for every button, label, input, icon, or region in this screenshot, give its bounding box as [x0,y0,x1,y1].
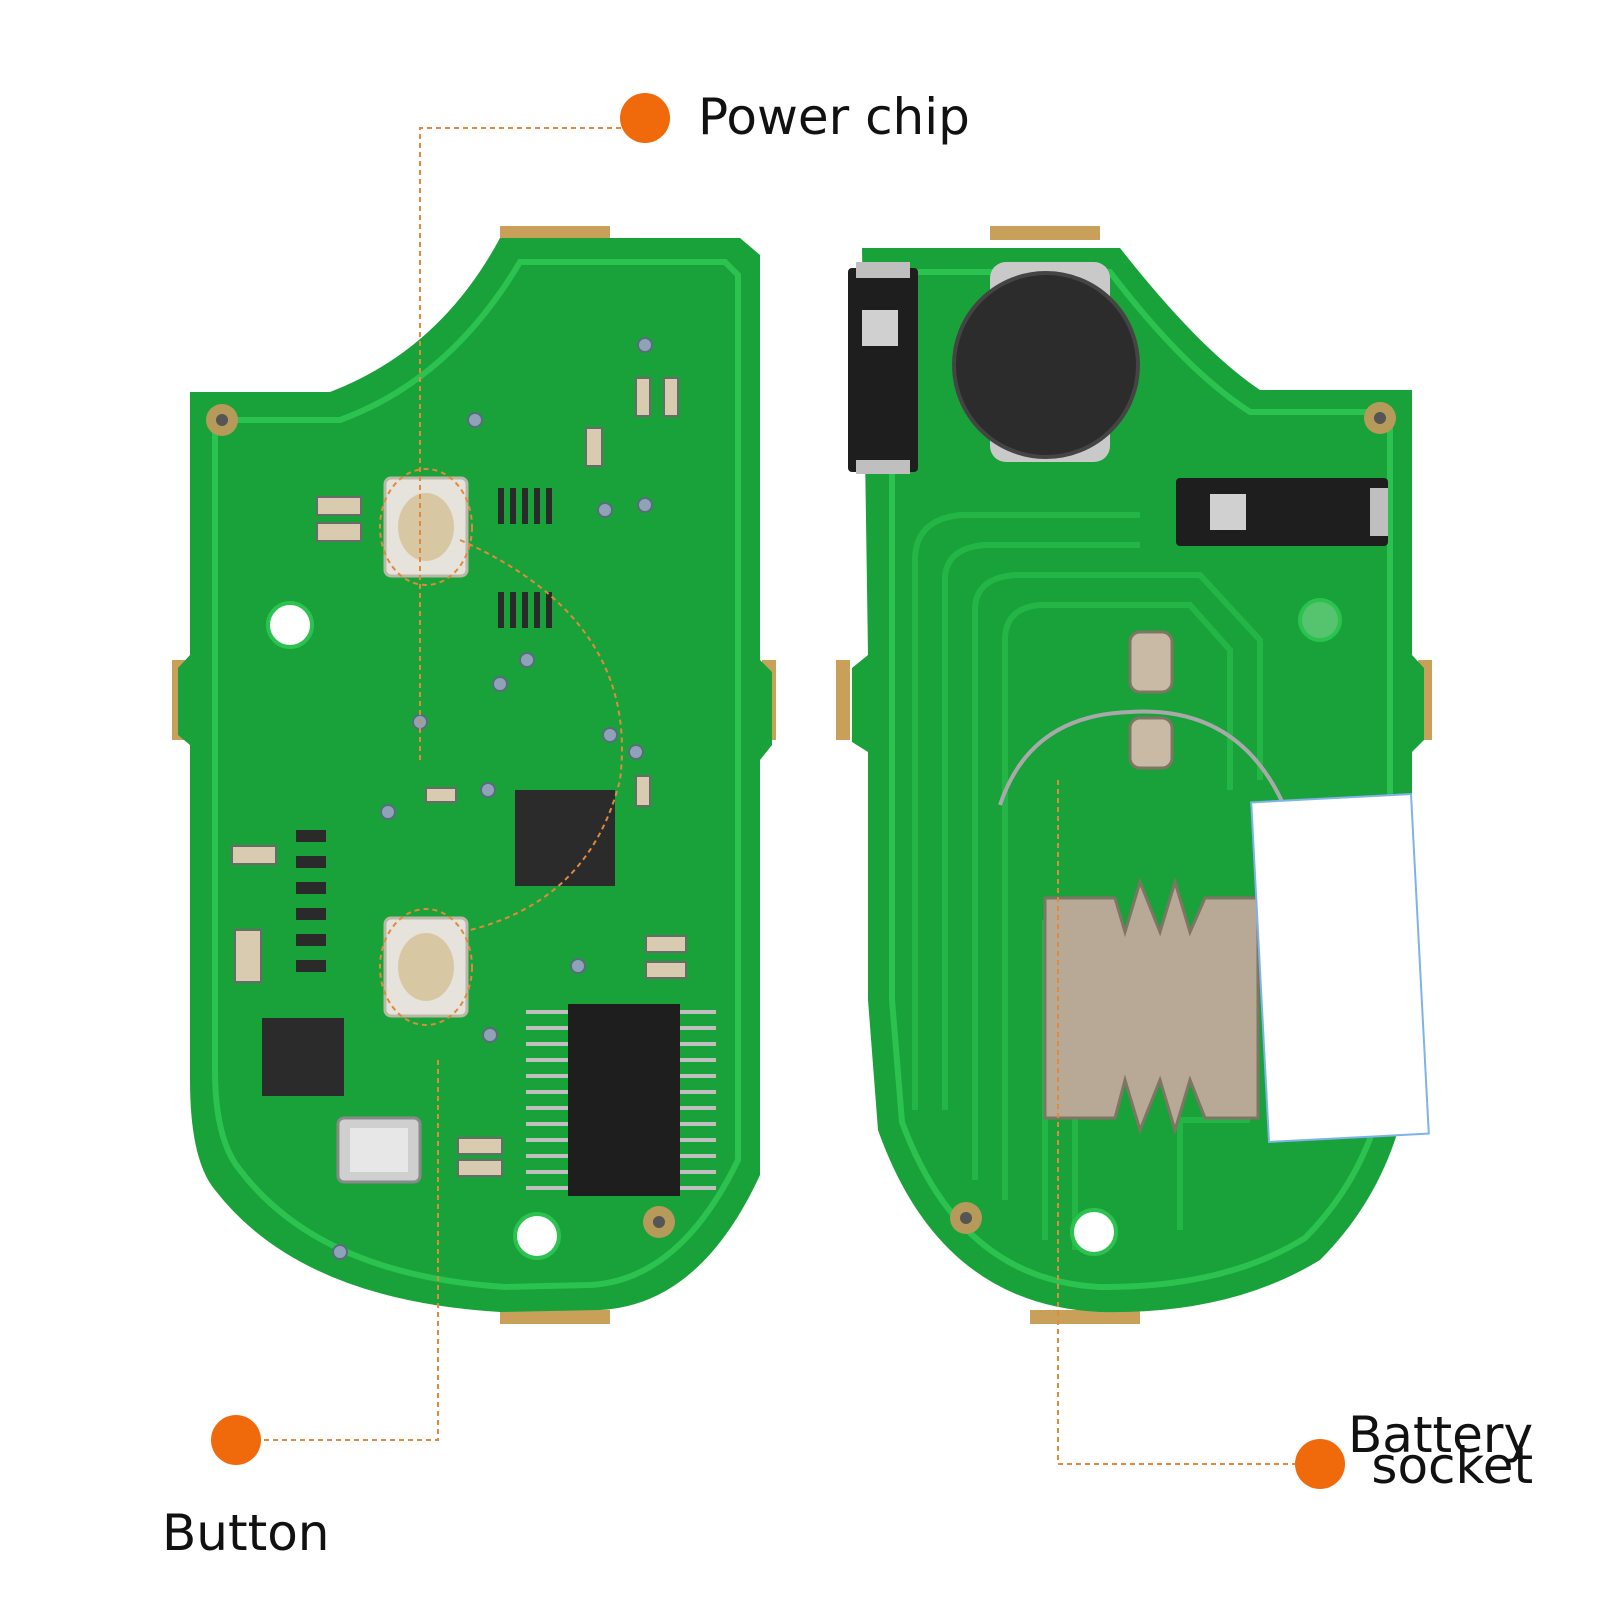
battery-socket [998,630,1287,1136]
pcb-back [836,226,1432,1324]
power-chip-label: Power chip [698,88,970,146]
battery-socket-label: Battery socket [1348,1410,1534,1495]
battery-socket-dot [1295,1439,1345,1489]
qfn-chip-main [515,790,615,886]
diode-vertical [848,262,918,474]
qfn-chip-small [262,1018,344,1096]
battery-socket-label-line2: socket [1371,1437,1534,1495]
button-dot [211,1415,261,1465]
calibration-sticker [1250,792,1430,1144]
callout-dots [211,93,1345,1489]
callout-leaders [262,127,1300,1465]
leader-button [262,1060,439,1441]
tactile-button-top [383,476,469,578]
leader-battery [1057,780,1300,1465]
leader-power-chip [419,127,630,760]
diode-horizontal [1176,478,1388,546]
pcb-back-board [852,248,1424,1313]
power-inductor [952,262,1140,462]
soic-chip [568,1004,680,1196]
pcb-front [172,226,776,1324]
button-label: Button [162,1504,330,1562]
tactile-button-bottom [383,916,469,1018]
crystal-oscillator [336,1116,422,1184]
power-chip-dot [620,93,670,143]
